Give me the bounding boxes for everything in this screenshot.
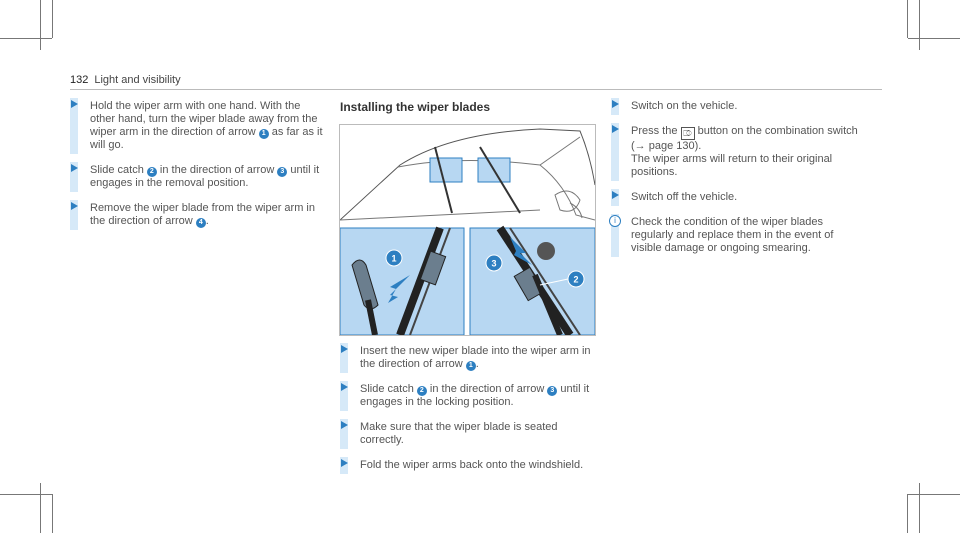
crop-mark	[919, 483, 920, 533]
step: Hold the wiper arm with one hand. With t…	[70, 98, 325, 154]
crop-mark	[907, 494, 908, 533]
step-arrow-icon	[71, 202, 78, 210]
figure-label: 3	[491, 259, 496, 269]
step-arrow-icon	[341, 459, 348, 467]
section-title: Installing the wiper blades	[340, 100, 491, 114]
figure-label: 2	[573, 275, 578, 285]
column-2-steps: Insert the new wiper blade into the wipe…	[340, 343, 595, 484]
step: Switch on the vehicle.	[611, 98, 866, 115]
step-arrow-icon	[341, 383, 348, 391]
step: Make sure that the wiper blade is seated…	[340, 419, 595, 449]
step: Slide catch 2 in the direction of arrow …	[70, 162, 325, 192]
column-3: Switch on the vehicle. Press the ⎄ butto…	[609, 98, 866, 267]
wiper-figure-svg: 1 3 2	[339, 128, 596, 338]
crop-mark	[52, 0, 53, 38]
step-arrow-icon	[612, 100, 619, 108]
step: Slide catch 2 in the direction of arrow …	[340, 381, 595, 411]
callout-number: 2	[146, 167, 157, 177]
step: Remove the wiper blade from the wiper ar…	[70, 200, 325, 230]
step-arrow-icon	[341, 345, 348, 353]
page-header: 132 Light and visibility	[70, 74, 181, 86]
callout-number: 4	[195, 218, 206, 228]
step-arrow-icon	[71, 100, 78, 108]
note: i Check the condition of the wiper blade…	[609, 214, 866, 257]
callout-number: 3	[547, 386, 558, 396]
crop-mark	[907, 0, 908, 38]
crop-mark	[52, 494, 53, 533]
step: Switch off the vehicle.	[611, 189, 866, 206]
crop-mark	[40, 483, 41, 533]
step-arrow-icon	[612, 191, 619, 199]
crop-mark	[908, 38, 960, 39]
header-rule	[70, 89, 882, 90]
callout-number: 3	[277, 167, 288, 177]
cross-reference-link[interactable]: → page 130).	[634, 140, 702, 152]
section-name: Light and visibility	[94, 74, 181, 86]
step: Insert the new wiper blade into the wipe…	[340, 343, 595, 373]
figure-label: 1	[391, 254, 396, 264]
crop-mark	[0, 494, 52, 495]
column-1: Hold the wiper arm with one hand. With t…	[70, 98, 325, 240]
step-arrow-icon	[341, 421, 348, 429]
step-arrow-icon	[71, 164, 78, 172]
crop-mark	[40, 0, 41, 50]
crop-mark	[919, 0, 920, 50]
info-icon: i	[609, 215, 621, 227]
callout-number: 1	[465, 361, 476, 371]
crop-mark	[908, 494, 960, 495]
step-arrow-icon	[612, 125, 619, 133]
page-number: 132	[70, 74, 89, 86]
crop-mark	[0, 38, 52, 39]
step: Press the ⎄ button on the combination sw…	[611, 123, 866, 181]
wiper-illustration: 1 3 2	[339, 124, 596, 338]
callout-number: 1	[258, 129, 269, 139]
wiper-button-icon: ⎄	[680, 127, 695, 140]
step: Fold the wiper arms back onto the windsh…	[340, 457, 595, 474]
link-arrow-icon: →	[634, 140, 646, 152]
callout-number: 2	[416, 386, 427, 396]
